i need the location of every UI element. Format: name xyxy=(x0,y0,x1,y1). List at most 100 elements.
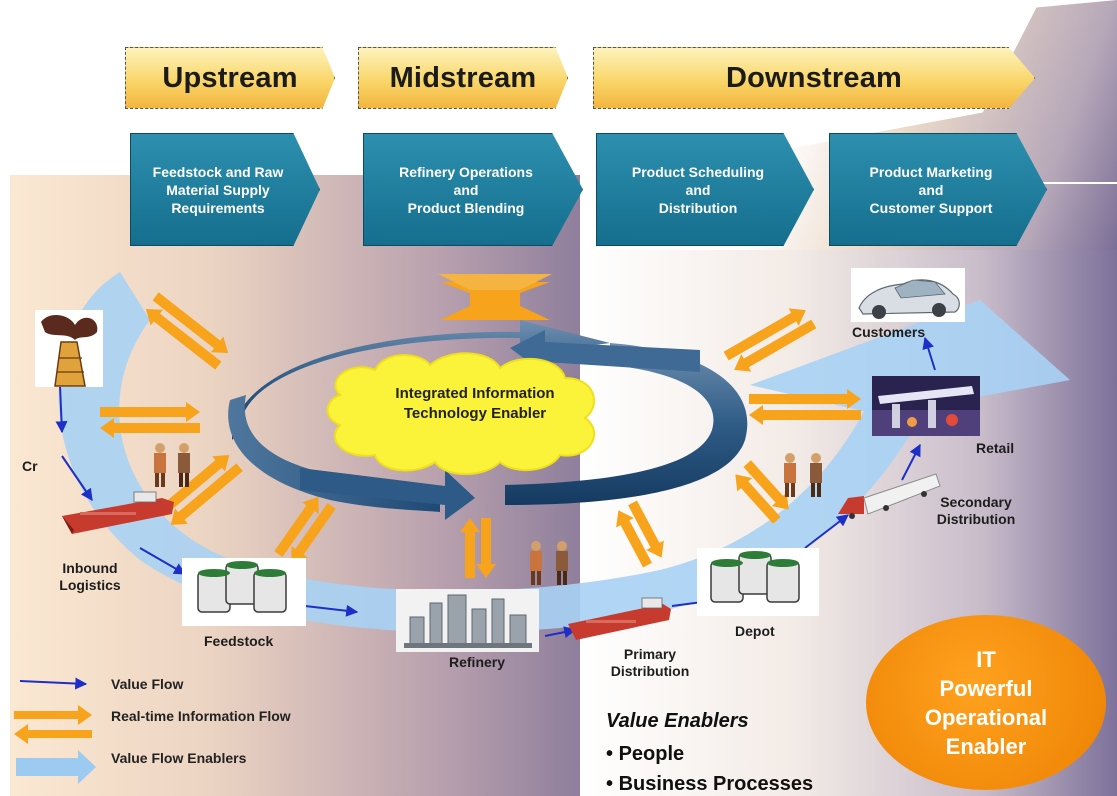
info-arrow-forward xyxy=(157,454,230,517)
ship-icon-inbound xyxy=(62,491,174,534)
it-line: Enabler xyxy=(945,733,1027,759)
info-up-arrow xyxy=(440,282,550,310)
banner-midstream-label: Midstream xyxy=(389,61,537,94)
label-line: Secondary xyxy=(940,494,1012,510)
label-primary-distribution: Primary Distribution xyxy=(604,646,696,680)
it-ring-top-arrow xyxy=(510,330,700,374)
legend-enabler-arrow xyxy=(16,750,96,784)
info-up-arrow-cap xyxy=(438,274,552,290)
legend-value-flow: Value Flow xyxy=(111,676,184,692)
stage-line: Product Marketing xyxy=(869,163,993,180)
label-cr: Cr xyxy=(22,458,38,474)
value-arrow xyxy=(544,626,577,639)
info-arrow-back xyxy=(170,463,243,526)
info-arrow-back xyxy=(100,418,200,438)
info-arrow-back xyxy=(291,503,336,564)
label-line: Logistics xyxy=(59,577,121,593)
feedstock-tanks-icon xyxy=(182,558,306,626)
label-inbound-logistics: Inbound Logistics xyxy=(50,560,130,594)
info-arrow-forward xyxy=(749,389,861,409)
value-arrow xyxy=(139,547,187,575)
info-arrow-back xyxy=(616,510,652,568)
value-arrow xyxy=(922,336,936,371)
info-flow-arrow-pair xyxy=(274,496,336,564)
center-line: Technology Enabler xyxy=(403,405,547,422)
value-arrow xyxy=(55,385,68,434)
info-arrow-forward xyxy=(723,308,806,361)
car-icon xyxy=(851,268,965,322)
info-arrow-back xyxy=(734,319,817,372)
value-arrow xyxy=(901,443,921,481)
info-flow-arrow-pair xyxy=(145,292,229,370)
stage-line: Feedstock and Raw xyxy=(152,163,284,180)
value-enablers-title: Value Enablers xyxy=(606,710,749,732)
label-secondary-distribution: Secondary Distribution xyxy=(928,494,1024,528)
banner-downstream: Downstream xyxy=(593,47,1035,109)
label-line: Inbound xyxy=(62,560,118,576)
info-down-arrow-cap xyxy=(440,306,550,320)
banner-midstream: Midstream xyxy=(358,47,568,109)
label-line: Distribution xyxy=(610,663,690,679)
label-line: Distribution xyxy=(936,511,1016,527)
value-arrow xyxy=(304,604,359,617)
people-icon-left xyxy=(154,443,190,487)
info-flow-arrow-pair xyxy=(749,389,861,425)
legend-enablers: Value Flow Enablers xyxy=(111,750,247,766)
label-refinery: Refinery xyxy=(449,654,506,670)
stage-line: Customer Support xyxy=(869,199,993,216)
value-enabler-item: • Business Processes xyxy=(606,773,814,795)
it-enabler-badge: IT Powerful Operational Enabler xyxy=(866,615,1106,790)
stage-line: and xyxy=(685,181,711,198)
stage-line: Refinery Operations xyxy=(399,163,533,180)
info-flow-arrow-pair xyxy=(616,500,664,568)
info-flow-arrow-pair xyxy=(735,460,789,524)
stage-line: and xyxy=(918,181,944,198)
info-flow-arrow-pair xyxy=(157,454,243,526)
legend-info-flow: Real-time Information Flow xyxy=(111,708,291,724)
info-flow-arrows xyxy=(100,292,861,578)
label-retail: Retail xyxy=(976,440,1015,456)
label-customers: Customers xyxy=(852,324,926,340)
stage-line: Material Supply xyxy=(166,181,270,198)
info-arrow-back xyxy=(749,405,861,425)
people-icon-right xyxy=(784,453,822,497)
it-line: Operational xyxy=(924,704,1048,730)
oil-well-icon xyxy=(35,310,103,387)
value-arrow xyxy=(804,514,849,549)
info-arrow-back xyxy=(460,518,480,578)
info-arrow-forward xyxy=(152,292,229,354)
info-flow-arrow-pair xyxy=(460,518,496,578)
info-arrow-back xyxy=(145,308,222,370)
stage-line: and xyxy=(453,181,479,198)
info-arrow-forward xyxy=(100,402,200,422)
value-enabler-text: People xyxy=(618,743,685,765)
stage-line: Distribution xyxy=(658,199,738,216)
legend-info-flow-arrow-right xyxy=(14,705,92,725)
ship-icon-primary xyxy=(568,597,671,640)
banner-upstream: Upstream xyxy=(125,47,335,109)
it-line: Powerful xyxy=(939,675,1033,701)
value-arrow xyxy=(61,455,93,501)
stage-line: Product Scheduling xyxy=(631,163,765,180)
center-it-label: Integrated Information Technology Enable… xyxy=(360,384,590,424)
info-arrow-forward xyxy=(628,500,664,558)
retail-station-icon xyxy=(872,376,980,436)
label-line: Primary xyxy=(623,646,677,662)
depot-tanks-icon xyxy=(697,548,819,616)
people-icon-middle xyxy=(530,541,568,585)
info-flow-arrow-pair xyxy=(100,402,200,438)
center-line: Integrated Information xyxy=(395,385,555,402)
it-line: IT xyxy=(976,646,996,672)
it-ring-right-arc xyxy=(505,343,748,505)
label-depot: Depot xyxy=(735,623,775,639)
it-ring-bottom-arrow xyxy=(300,468,475,520)
value-flow-band-head xyxy=(750,300,1070,415)
tanker-truck-icon xyxy=(838,473,941,519)
info-arrow-back xyxy=(735,474,781,524)
